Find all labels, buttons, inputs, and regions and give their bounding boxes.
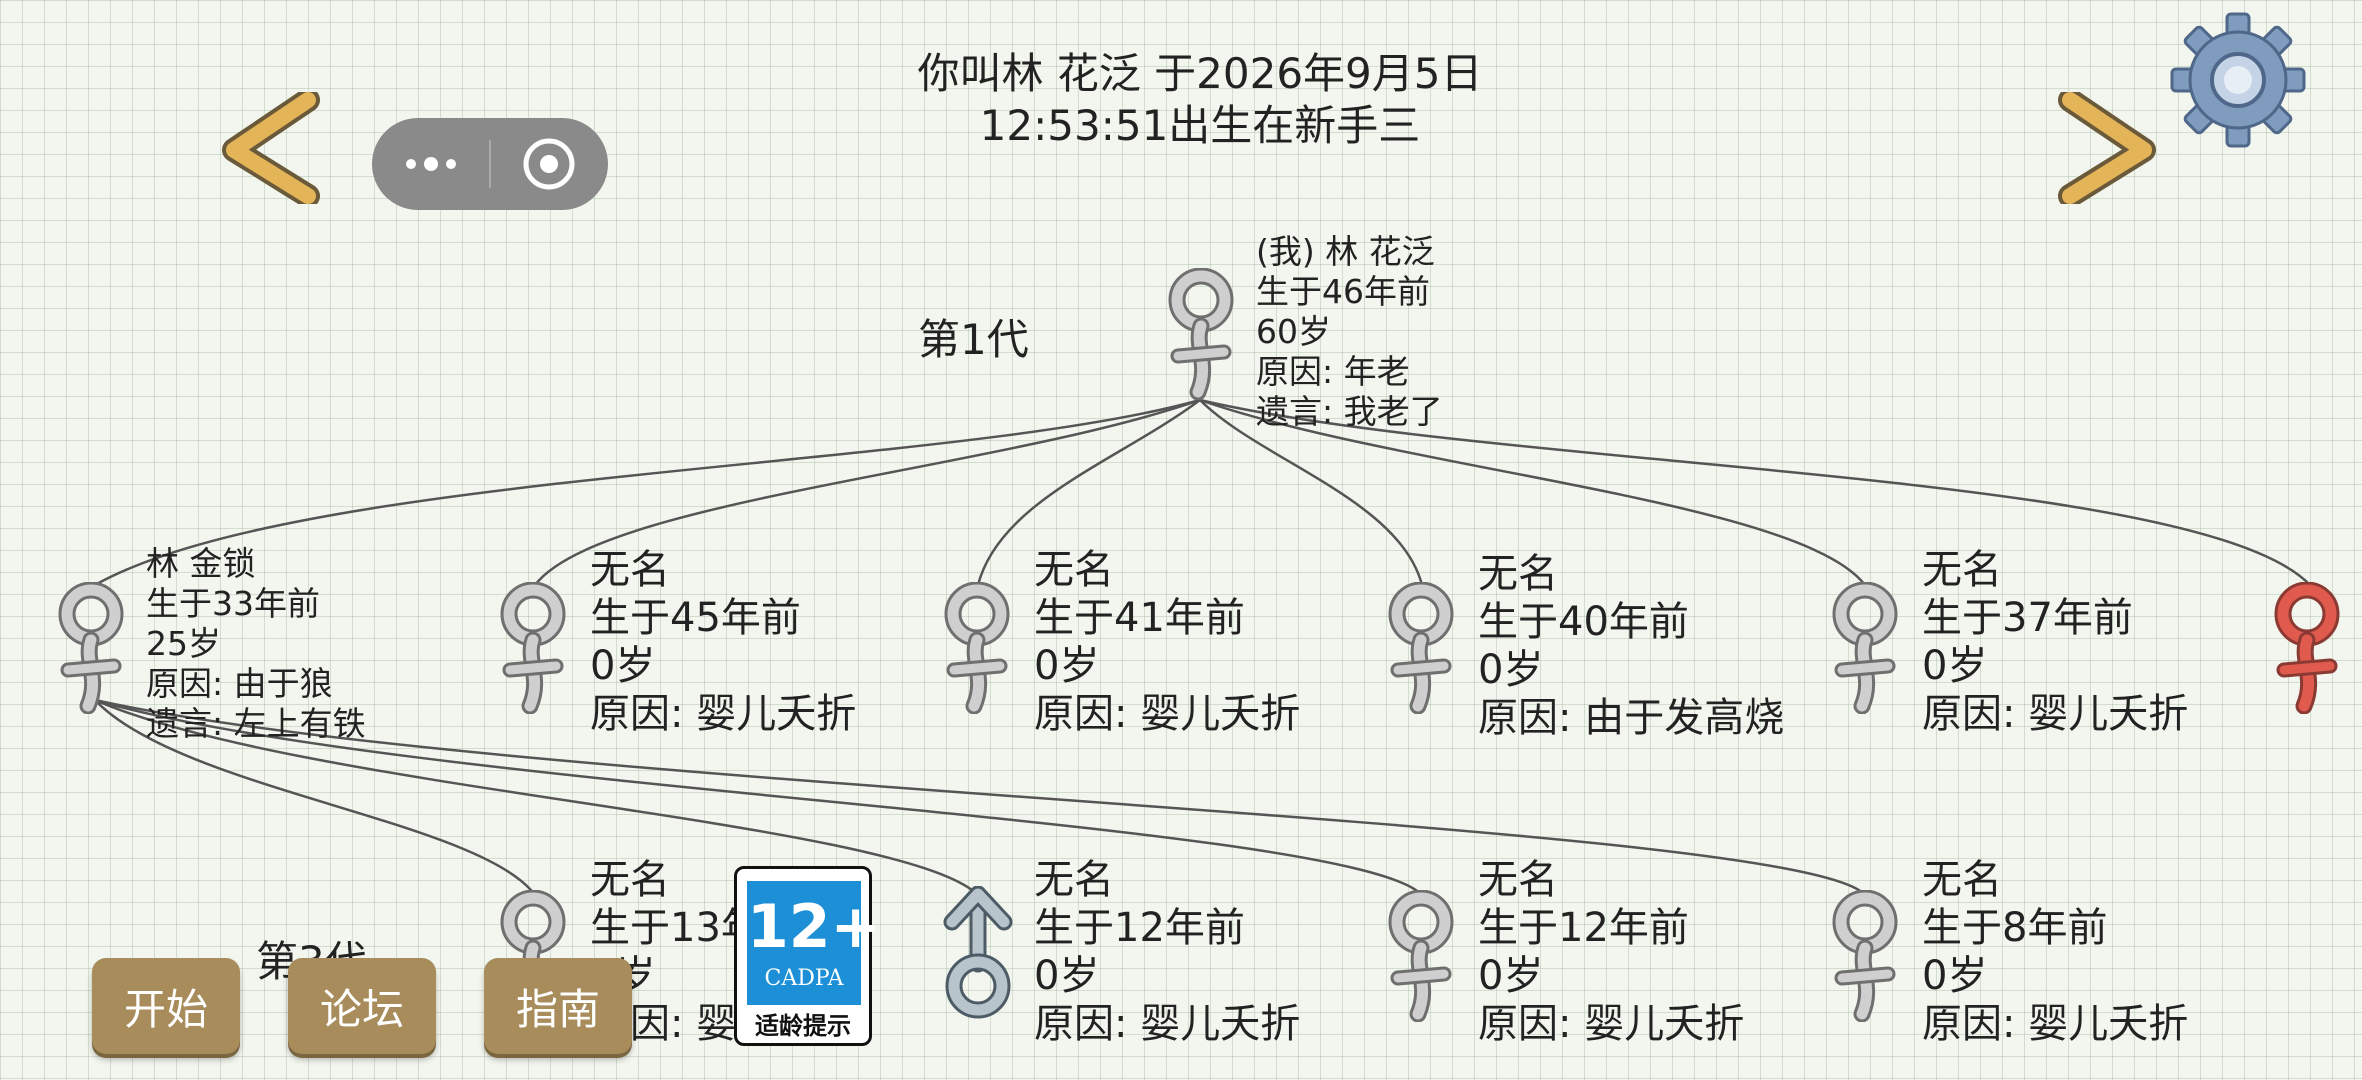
person-cause: 原因: 由于狼: [146, 664, 333, 703]
person-info-self: (我) 林 花泛 生于46年前 60岁 原因: 年老 遗言: 我老了: [1256, 232, 1443, 432]
person-last-words: 遗言: 我老了: [1256, 392, 1443, 431]
person-birth: 生于8年前: [1922, 905, 2108, 951]
person-info: 无名 生于12年前 0岁 原因: 婴儿夭折: [1478, 856, 1744, 1048]
person-cause: 原因: 婴儿夭折: [1034, 1001, 1301, 1047]
person-info: 无名 生于8年前 0岁 原因: 婴儿夭折: [1922, 856, 2188, 1048]
person-birth: 生于40年前: [1478, 599, 1689, 645]
birth-info-title: 你叫林 花泛 于2026年9月5日 12:53:51出生在新手三: [780, 48, 1620, 152]
female-symbol-icon[interactable]: [56, 582, 126, 714]
person-birth: 生于33年前: [146, 584, 320, 623]
person-birth: 生于12年前: [1478, 905, 1689, 951]
person-name: 林 金锁: [146, 544, 256, 583]
female-symbol-icon[interactable]: [1166, 268, 1236, 400]
person-cause: 原因: 年老: [1256, 352, 1410, 391]
gear-icon[interactable]: [2168, 10, 2308, 150]
person-last-words: 遗言: 左上有铁: [146, 704, 366, 743]
close-button[interactable]: [490, 118, 608, 210]
tree-line: [94, 698, 1423, 896]
target-close-icon: [523, 138, 575, 190]
person-name: 无名: [1034, 857, 1114, 903]
person-info: 无名 生于45年前 0岁 原因: 婴儿夭折: [590, 546, 856, 738]
person-age: 0岁: [1922, 643, 1988, 689]
person-name: 无名: [590, 547, 670, 593]
more-button[interactable]: [372, 118, 490, 210]
chevron-left-icon[interactable]: [220, 92, 320, 204]
person-name: 无名: [1478, 551, 1558, 597]
female-symbol-icon[interactable]: [1386, 890, 1456, 1022]
tree-line: [94, 699, 537, 896]
female-symbol-icon[interactable]: [498, 582, 568, 714]
person-birth: 生于45年前: [590, 595, 801, 641]
chevron-right-icon[interactable]: [2058, 92, 2158, 204]
male-symbol-icon[interactable]: [938, 886, 1018, 1020]
tree-line: [1199, 398, 2311, 586]
person-birth: 生于46年前: [1256, 272, 1430, 311]
person-birth: 生于12年前: [1034, 905, 1245, 951]
person-cause: 原因: 婴儿夭折: [1922, 1001, 2189, 1047]
more-dots-icon: [406, 157, 456, 171]
person-info: 无名 生于40年前 0岁 原因: 由于发高烧: [1478, 550, 1784, 742]
capsule-divider: [489, 140, 491, 188]
person-age: 0岁: [1034, 643, 1100, 689]
person-cause: 原因: 婴儿夭折: [590, 691, 857, 737]
person-info: 无名 生于41年前 0岁 原因: 婴儿夭折: [1034, 546, 1300, 738]
person-name: 无名: [1922, 857, 2002, 903]
age-rating-badge[interactable]: 12+ CADPA 适龄提示: [734, 866, 881, 1046]
person-name: 无名: [1034, 547, 1114, 593]
tree-line: [976, 398, 1201, 586]
female-symbol-icon[interactable]: [1386, 582, 1456, 714]
person-age: 0岁: [1922, 953, 1988, 999]
person-cause: 原因: 婴儿夭折: [1478, 1001, 1745, 1047]
person-name: (我) 林 花泛: [1256, 232, 1435, 271]
generation-label-1: 第1代: [918, 315, 1029, 364]
female-symbol-icon[interactable]: [942, 582, 1012, 714]
person-age: 25岁: [146, 624, 221, 663]
female-symbol-alive-icon[interactable]: [2272, 582, 2342, 714]
tree-line: [94, 698, 1866, 896]
person-age: 60岁: [1256, 312, 1331, 351]
tree-line: [94, 698, 979, 896]
age-rating-value: 12+: [747, 892, 881, 962]
age-rating-panel: 12+ CADPA: [747, 881, 881, 1005]
birth-info-line2: 12:53:51出生在新手三: [979, 101, 1421, 150]
person-age: 0岁: [1034, 953, 1100, 999]
person-cause: 原因: 由于发高烧: [1478, 695, 1785, 741]
person-age: 0岁: [1478, 647, 1544, 693]
person-name: 无名: [1478, 857, 1558, 903]
person-info: 林 金锁 生于33年前 25岁 原因: 由于狼 遗言: 左上有铁: [146, 544, 366, 744]
female-symbol-icon[interactable]: [1830, 890, 1900, 1022]
person-info: 无名 生于37年前 0岁 原因: 婴儿夭折: [1922, 546, 2188, 738]
tree-line: [1199, 399, 1424, 586]
age-rating-org: CADPA: [764, 966, 844, 991]
person-cause: 原因: 婴儿夭折: [1034, 691, 1301, 737]
person-age: 0岁: [1478, 953, 1544, 999]
age-rating-tip: 适龄提示: [755, 1012, 851, 1040]
start-button[interactable]: 开始: [92, 958, 240, 1054]
birth-info-line1: 你叫林 花泛 于2026年9月5日: [917, 49, 1483, 98]
person-name: 无名: [1922, 547, 2002, 593]
tree-line: [1199, 398, 1866, 586]
person-birth: 生于37年前: [1922, 595, 2133, 641]
forum-button[interactable]: 论坛: [288, 958, 436, 1054]
person-info: 无名 生于12年前 0岁 原因: 婴儿夭折: [1034, 856, 1300, 1048]
female-symbol-icon[interactable]: [1830, 582, 1900, 714]
tree-line: [94, 398, 1201, 587]
tree-line: [534, 398, 1201, 586]
guide-button[interactable]: 指南: [484, 958, 632, 1054]
person-age: 0岁: [590, 643, 656, 689]
person-cause: 原因: 婴儿夭折: [1922, 691, 2189, 737]
person-birth: 生于41年前: [1034, 595, 1245, 641]
mini-program-capsule: [372, 118, 608, 210]
person-name: 无名: [590, 857, 670, 903]
